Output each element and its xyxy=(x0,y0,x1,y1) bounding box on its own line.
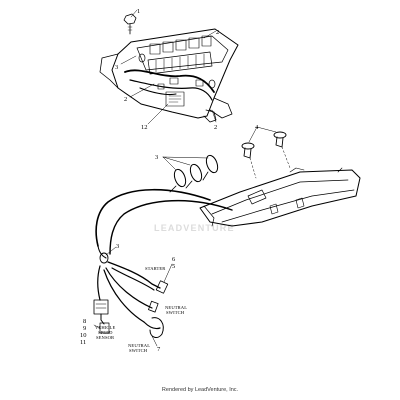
callout-1: 1 xyxy=(137,8,140,15)
callout-2b: 2 xyxy=(124,96,127,103)
footer-credit: Rendered by LeadVenture, Inc. xyxy=(161,387,239,393)
callout-3b: 3 xyxy=(155,154,158,161)
label-neutral-switch-upper-2: SWITCH xyxy=(166,310,185,315)
callout-7: 7 xyxy=(157,346,161,353)
callout-9: 9 xyxy=(83,325,86,332)
callout-12: 12 xyxy=(141,124,148,131)
push-pins-item-4 xyxy=(241,126,291,179)
electrical-caddy-assembly xyxy=(99,13,239,123)
label-vehicle-speed-sensor-2: SPEED xyxy=(98,330,113,335)
callout-3a: 3 xyxy=(115,64,118,71)
component-labels: STARTER NEUTRAL SWITCH NEUTRAL SWITCH VE… xyxy=(95,266,187,353)
callout-5: 5 xyxy=(172,263,175,270)
callout-2a: 2 xyxy=(216,29,219,36)
callout-2c: 2 xyxy=(214,124,217,131)
main-harness xyxy=(93,188,233,338)
label-neutral-switch-upper-1: NEUTRAL xyxy=(165,305,187,310)
label-vehicle-speed-sensor-1: VEHICLE xyxy=(95,325,115,330)
callout-3c: 3 xyxy=(116,243,119,250)
callout-leaders-upper xyxy=(120,9,217,125)
callout-numbers: 1 2 3 2 2 12 4 3 3 6 5 7 8 9 10 11 xyxy=(80,8,259,353)
label-starter: STARTER xyxy=(145,266,166,271)
callout-6: 6 xyxy=(172,256,176,263)
callout-11: 11 xyxy=(80,339,86,346)
label-neutral-switch-lower-1: NEUTRAL xyxy=(128,343,150,348)
label-vehicle-speed-sensor-3: SENSOR xyxy=(96,335,115,340)
callout-4: 4 xyxy=(255,124,259,131)
frame-rail xyxy=(199,167,361,227)
label-neutral-switch-lower-2: SWITCH xyxy=(129,348,148,353)
cable-clips-item-3 xyxy=(162,154,219,193)
screw-item-1 xyxy=(123,13,137,35)
callout-10: 10 xyxy=(80,332,87,339)
callout-8: 8 xyxy=(83,318,86,325)
callout-leaders-lower xyxy=(93,246,173,347)
watermark: LEADVENTURE xyxy=(154,223,235,233)
